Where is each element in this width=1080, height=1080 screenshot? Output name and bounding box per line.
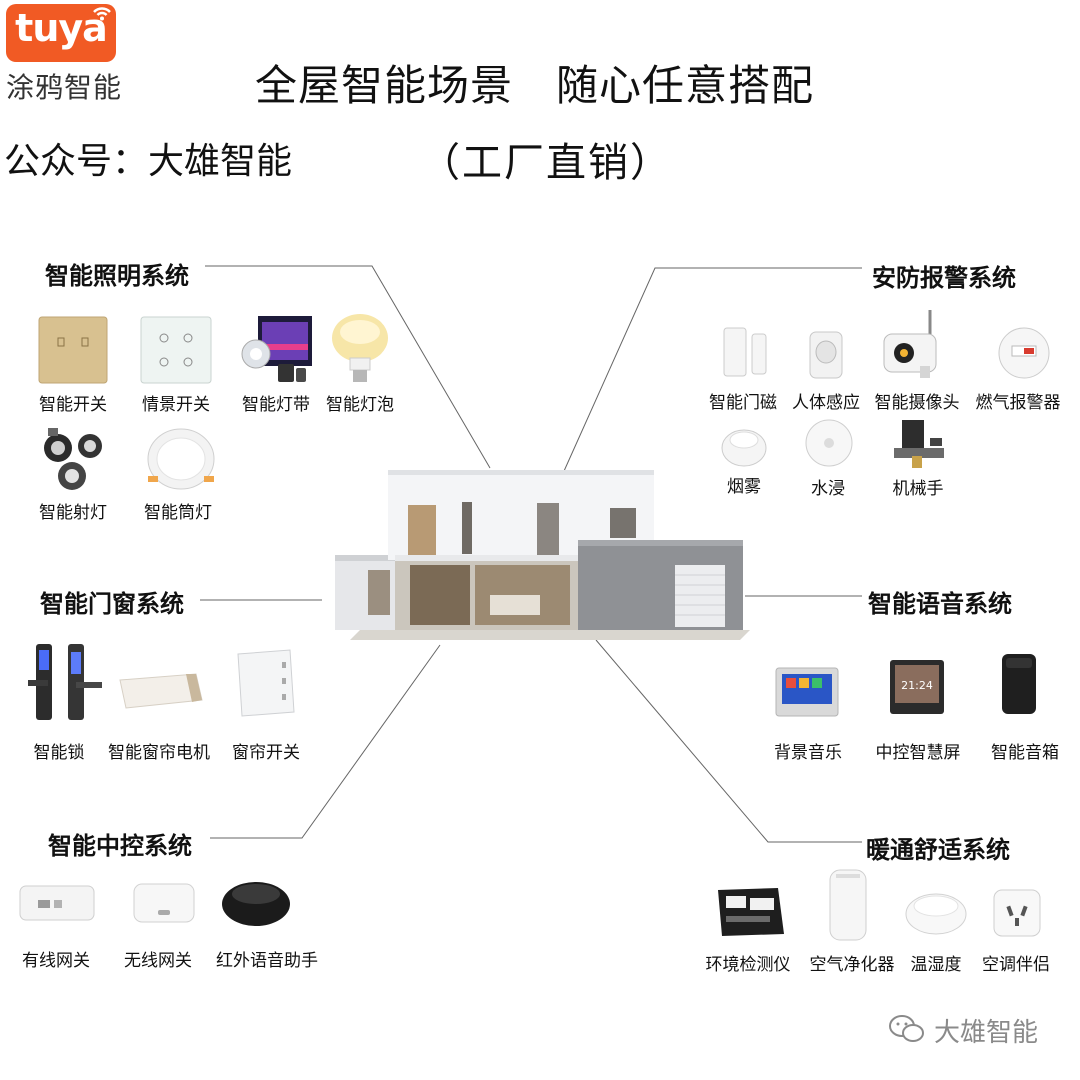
valve-manipulator-label: 机械手	[892, 479, 944, 499]
led-strip-icon	[241, 316, 312, 382]
tuya-logo: tuya	[6, 4, 116, 62]
background-music-label: 背景音乐	[774, 743, 842, 763]
water-leak-sensor-icon	[805, 419, 853, 467]
water-leak-sensor-label: 水浸	[811, 479, 845, 499]
security-system-title: 安防报警系统	[872, 264, 1016, 292]
factory-direct-label: （工厂直销）	[420, 140, 672, 186]
hvac-system-title: 暖通舒适系统	[866, 836, 1010, 864]
smart-bulb-label: 智能灯泡	[326, 395, 394, 415]
watermark-text: 大雄智能	[934, 1018, 1039, 1048]
ir-voice-assistant-icon	[222, 882, 290, 926]
door-sensor-label: 智能门磁	[709, 393, 777, 413]
account-label: 公众号：大雄智能	[4, 141, 293, 182]
wireless-gateway-icon	[133, 883, 195, 923]
ac-companion-label: 空调伴侣	[982, 955, 1050, 975]
scene-switch-label: 情景开关	[142, 395, 210, 415]
smart-speaker-icon	[1002, 654, 1036, 714]
control-screen-icon: 21:24	[890, 660, 944, 714]
curtain-switch-icon	[237, 649, 295, 717]
control-connector	[210, 644, 441, 839]
environment-monitor-label: 环境检测仪	[705, 955, 791, 975]
screen-clock: 21:24	[901, 679, 933, 692]
page-title: 全屋智能场景 随心任意搭配	[255, 61, 815, 110]
lighting-system-title: 智能照明系统	[45, 262, 189, 290]
downlight-label: 智能筒灯	[144, 503, 212, 523]
smart-house-image	[335, 470, 750, 640]
background-music-panel-icon	[775, 667, 839, 717]
smart-switch-icon	[38, 316, 108, 384]
hvac-connector	[595, 639, 862, 843]
wifi-icon	[93, 7, 111, 21]
environment-monitor-icon	[718, 888, 784, 936]
smart-lock-label: 智能锁	[33, 743, 85, 763]
lighting-connector	[205, 265, 491, 469]
motion-sensor-icon	[809, 331, 843, 379]
curtain-motor-label: 智能窗帘电机	[108, 743, 210, 763]
curtain-switch-label: 窗帘开关	[232, 743, 300, 763]
wechat-icon	[889, 1015, 924, 1042]
smart-switch-label: 智能开关	[39, 395, 107, 415]
gas-alarm-label: 燃气报警器	[975, 393, 1061, 413]
control-system-title: 智能中控系统	[48, 832, 192, 860]
valve-manipulator-icon	[894, 420, 944, 468]
control-screen-label: 中控智慧屏	[875, 743, 961, 763]
wireless-gateway-label: 无线网关	[124, 951, 192, 971]
doors-system-title: 智能门窗系统	[40, 590, 184, 618]
camera-icon	[883, 310, 937, 378]
temp-humidity-sensor-icon	[905, 893, 967, 935]
smart-lock-icon	[28, 644, 102, 720]
led-strip-label: 智能灯带	[242, 395, 310, 415]
camera-label: 智能摄像头	[874, 393, 960, 413]
ac-companion-icon	[993, 889, 1041, 937]
spotlight-label: 智能射灯	[39, 503, 107, 523]
temp-humidity-label: 温湿度	[910, 955, 962, 975]
smart-bulb-icon	[332, 314, 388, 382]
spotlight-icon	[44, 428, 102, 490]
downlight-icon	[147, 428, 215, 490]
smoke-detector-label: 烟雾	[727, 477, 761, 497]
wired-gateway-label: 有线网关	[22, 951, 90, 971]
scene-switch-icon	[140, 316, 212, 384]
wired-gateway-icon	[19, 885, 95, 921]
smart-speaker-label: 智能音箱	[991, 743, 1059, 763]
voice-system-title: 智能语音系统	[868, 590, 1012, 618]
motion-sensor-label: 人体感应	[792, 393, 860, 413]
gas-alarm-icon	[998, 327, 1050, 379]
ir-voice-assistant-label: 红外语音助手	[216, 951, 318, 971]
security-connector	[559, 267, 862, 481]
door-sensor-icon	[723, 327, 767, 377]
smoke-detector-icon	[721, 429, 767, 467]
logo-chinese-name: 涂鸦智能	[6, 71, 123, 104]
curtain-motor-icon	[119, 673, 203, 709]
air-purifier-icon	[829, 869, 867, 941]
air-purifier-label: 空气净化器	[809, 955, 895, 975]
logo-word: tuya	[15, 6, 108, 50]
